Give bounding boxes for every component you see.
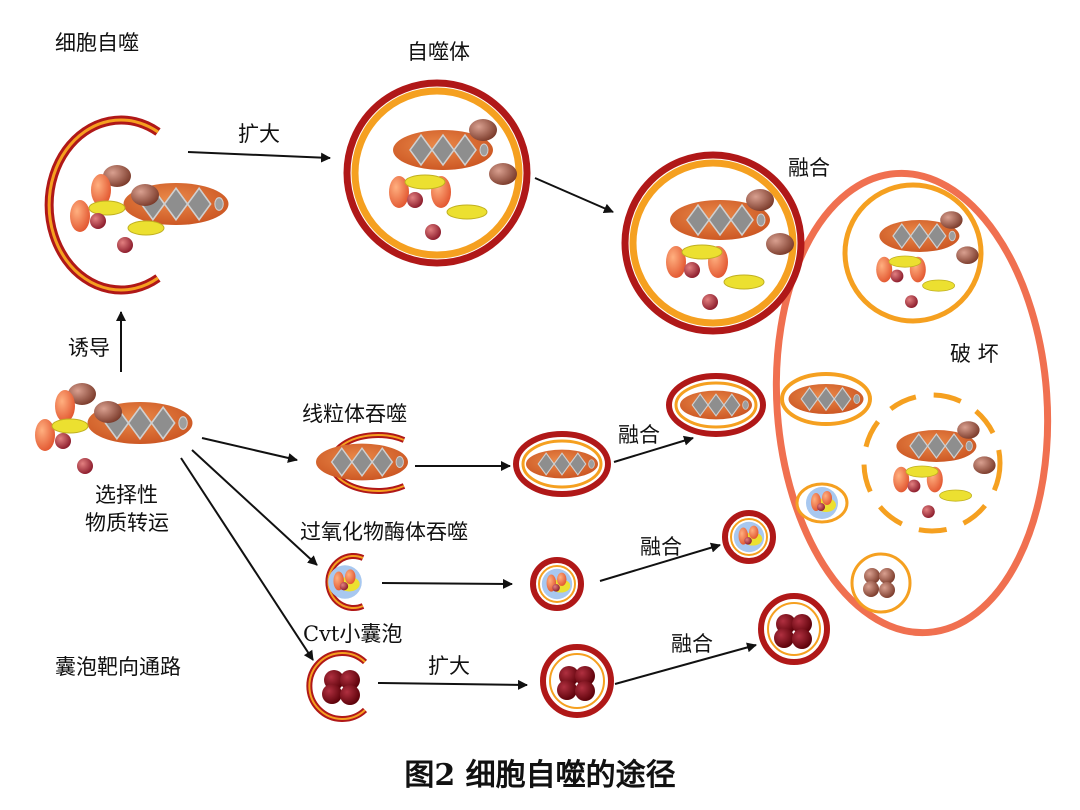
autophagic-body-intact bbox=[842, 182, 984, 324]
cvt-vesicle-fused bbox=[758, 593, 830, 665]
arrow-expand-top bbox=[187, 151, 331, 163]
label-expand-top: 扩大 bbox=[238, 122, 280, 146]
autophagosome bbox=[343, 79, 531, 267]
selective-cargo bbox=[35, 383, 194, 474]
arrow-pex-right bbox=[381, 578, 513, 589]
cvt-phagophore bbox=[306, 650, 368, 722]
arrow-to-mitophagy bbox=[201, 437, 298, 463]
label-fusion-mito: 融合 bbox=[618, 423, 660, 447]
label-macroautophagy: 细胞自噬 bbox=[55, 31, 139, 55]
pexophagosome-fused bbox=[722, 510, 776, 564]
phagophore bbox=[44, 115, 230, 295]
label-mitophagy: 线粒体吞噬 bbox=[302, 402, 407, 426]
label-fusion-pex: 融合 bbox=[640, 535, 682, 559]
pexophagy-phagophore bbox=[325, 553, 365, 611]
label-fusion-cvt: 融合 bbox=[671, 632, 713, 656]
vacuole-cvt-body bbox=[850, 552, 912, 614]
mitophagy-phagophore bbox=[315, 432, 409, 494]
label-pexophagy: 过氧化物酶体吞噬 bbox=[300, 520, 468, 544]
label-cvt-vesicle: Cvt小囊泡 bbox=[303, 622, 403, 646]
arrow-pex-fusion bbox=[599, 542, 721, 582]
pexophagosome bbox=[530, 557, 584, 611]
arrow-to-cvt bbox=[180, 457, 314, 661]
label-cvt-pathway: 囊泡靶向通路 bbox=[55, 655, 181, 679]
label-destroy: 破 坏 bbox=[950, 342, 999, 366]
label-fusion-top: 融合 bbox=[788, 156, 830, 180]
arrow-mito-fusion bbox=[613, 435, 694, 463]
arrow-to-pexophagy bbox=[191, 449, 318, 566]
autophagic-body-broken bbox=[861, 392, 1003, 534]
vacuole-perox-body bbox=[795, 482, 849, 524]
label-autophagosome: 自噬体 bbox=[407, 40, 470, 64]
vacuole-mito-body bbox=[780, 372, 872, 426]
label-selective-line2: 物质转运 bbox=[85, 511, 169, 535]
label-selective-line1: 选择性 bbox=[95, 483, 158, 507]
figure-caption: 图2 细胞自噬的途径 bbox=[404, 758, 676, 793]
arrow-to-fusion-top bbox=[534, 177, 614, 213]
arrow-cvt-fusion bbox=[614, 642, 757, 685]
arrows bbox=[116, 151, 943, 690]
label-induce: 诱导 bbox=[68, 336, 110, 360]
label-expand-cvt: 扩大 bbox=[428, 654, 470, 678]
arrow-cvt-expand bbox=[377, 679, 528, 690]
mitophagosome bbox=[513, 431, 611, 497]
fusion-autophagosome bbox=[621, 151, 805, 335]
mitophagosome-fused bbox=[666, 373, 766, 437]
cvt-vesicle bbox=[540, 644, 614, 718]
